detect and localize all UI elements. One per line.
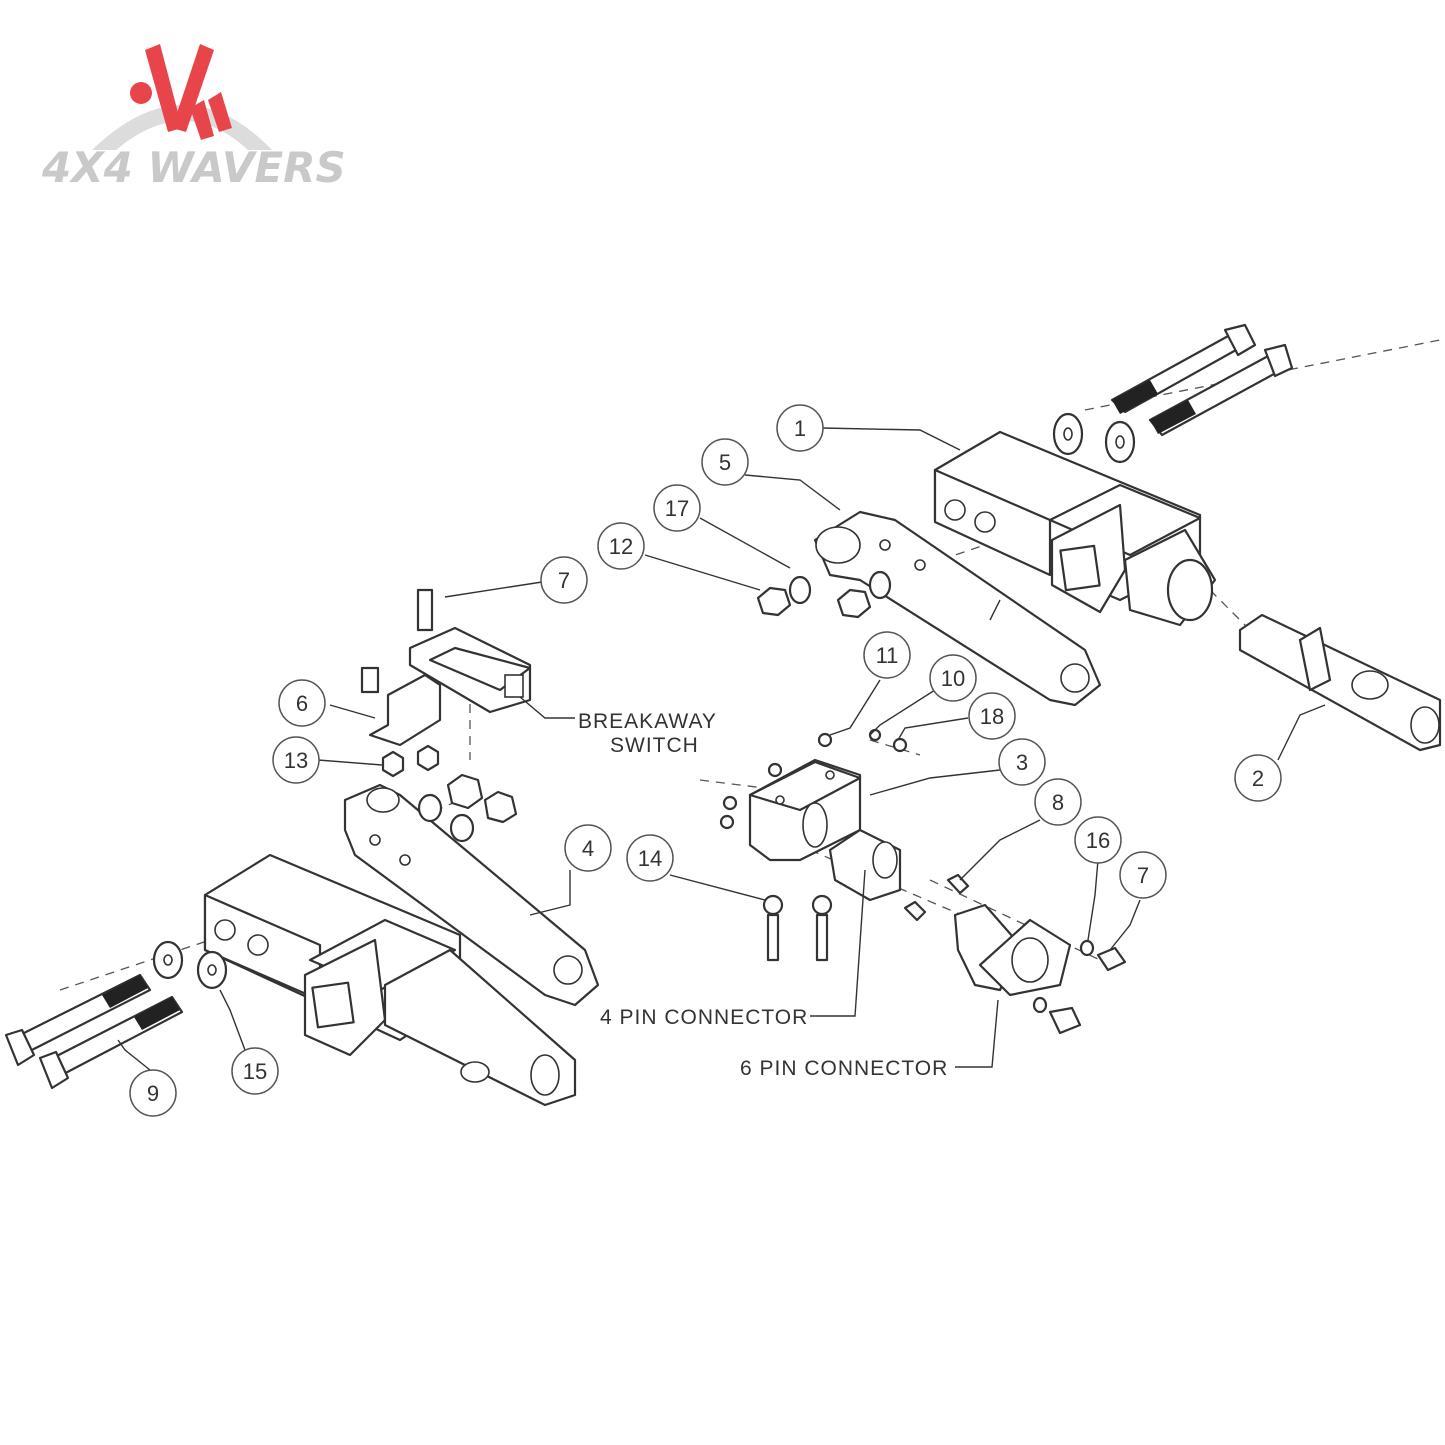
svg-text:10: 10: [941, 666, 965, 691]
callout-16: 16: [1074, 816, 1122, 864]
svg-text:7: 7: [1137, 863, 1149, 888]
svg-text:13: 13: [284, 748, 308, 773]
callout-4: 4: [564, 824, 612, 872]
svg-text:1: 1: [794, 416, 806, 441]
svg-text:16: 16: [1086, 828, 1110, 853]
callout-6: 6: [278, 679, 326, 727]
part-labels: BREAKAWAY SWITCH 4 PIN CONNECTOR 6 PIN C…: [578, 710, 948, 1080]
label-4-pin-connector: 4 PIN CONNECTOR: [600, 1006, 808, 1029]
label-6-pin-connector: 6 PIN CONNECTOR: [740, 1057, 948, 1080]
label-switch: SWITCH: [610, 734, 699, 757]
svg-text:8: 8: [1052, 790, 1064, 815]
svg-text:14: 14: [638, 846, 662, 871]
svg-text:9: 9: [147, 1081, 159, 1106]
hitch-receiver-upper: [933, 430, 1217, 627]
connector-bracket: [719, 728, 908, 962]
callout-14: 14: [626, 834, 674, 882]
svg-text:15: 15: [243, 1059, 267, 1084]
six-pin-connector: [953, 903, 1127, 1035]
bolts-upper: [1052, 323, 1294, 464]
arm-lower: [343, 783, 600, 1007]
hitch-receiver-lower: [203, 853, 577, 1107]
nuts-upper: [756, 570, 892, 619]
callout-12: 12: [597, 522, 645, 570]
svg-text:3: 3: [1016, 750, 1028, 775]
leader-lines: [117, 427, 1326, 1071]
callout-17: 17: [653, 484, 701, 532]
callout-18: 18: [968, 692, 1016, 740]
svg-text:6: 6: [296, 691, 308, 716]
callout-13: 13: [272, 736, 320, 784]
svg-text:5: 5: [719, 450, 731, 475]
coupler-upper: [1238, 613, 1442, 752]
bolts-lower: [4, 940, 228, 1090]
svg-text:12: 12: [609, 534, 633, 559]
callout-3: 3: [998, 738, 1046, 786]
label-breakaway: BREAKAWAY: [578, 710, 717, 733]
callout-8: 8: [1034, 778, 1082, 826]
callout-10: 10: [929, 654, 977, 702]
brand-logo: 4X4 WAVERS: [41, 44, 346, 192]
callout-9: 9: [129, 1069, 177, 1117]
svg-text:11: 11: [876, 643, 899, 668]
callout-5: 5: [701, 438, 749, 486]
arm-upper: [813, 510, 1102, 707]
svg-text:2: 2: [1252, 766, 1264, 791]
svg-text:7: 7: [558, 568, 570, 593]
logo-mark-icon: [130, 44, 232, 140]
svg-text:18: 18: [980, 704, 1004, 729]
breakaway-switch: [360, 588, 532, 778]
callout-7-upper: 7: [540, 556, 588, 604]
callout-1: 1: [776, 404, 824, 452]
callout-11: 11: [863, 631, 911, 679]
nuts-lower: [417, 773, 518, 843]
svg-text:4: 4: [582, 836, 594, 861]
callout-15: 15: [231, 1047, 279, 1095]
callout-2: 2: [1234, 754, 1282, 802]
callout-bubbles: 1 2 3 4 5 6 7 7 8 9 10 11 12 13 14 15 16…: [129, 404, 1282, 1117]
callout-7-lower: 7: [1119, 851, 1167, 899]
svg-text:17: 17: [665, 496, 689, 521]
logo-wordmark: 4X4 WAVERS: [41, 143, 346, 192]
four-pin-connector: [828, 828, 970, 922]
